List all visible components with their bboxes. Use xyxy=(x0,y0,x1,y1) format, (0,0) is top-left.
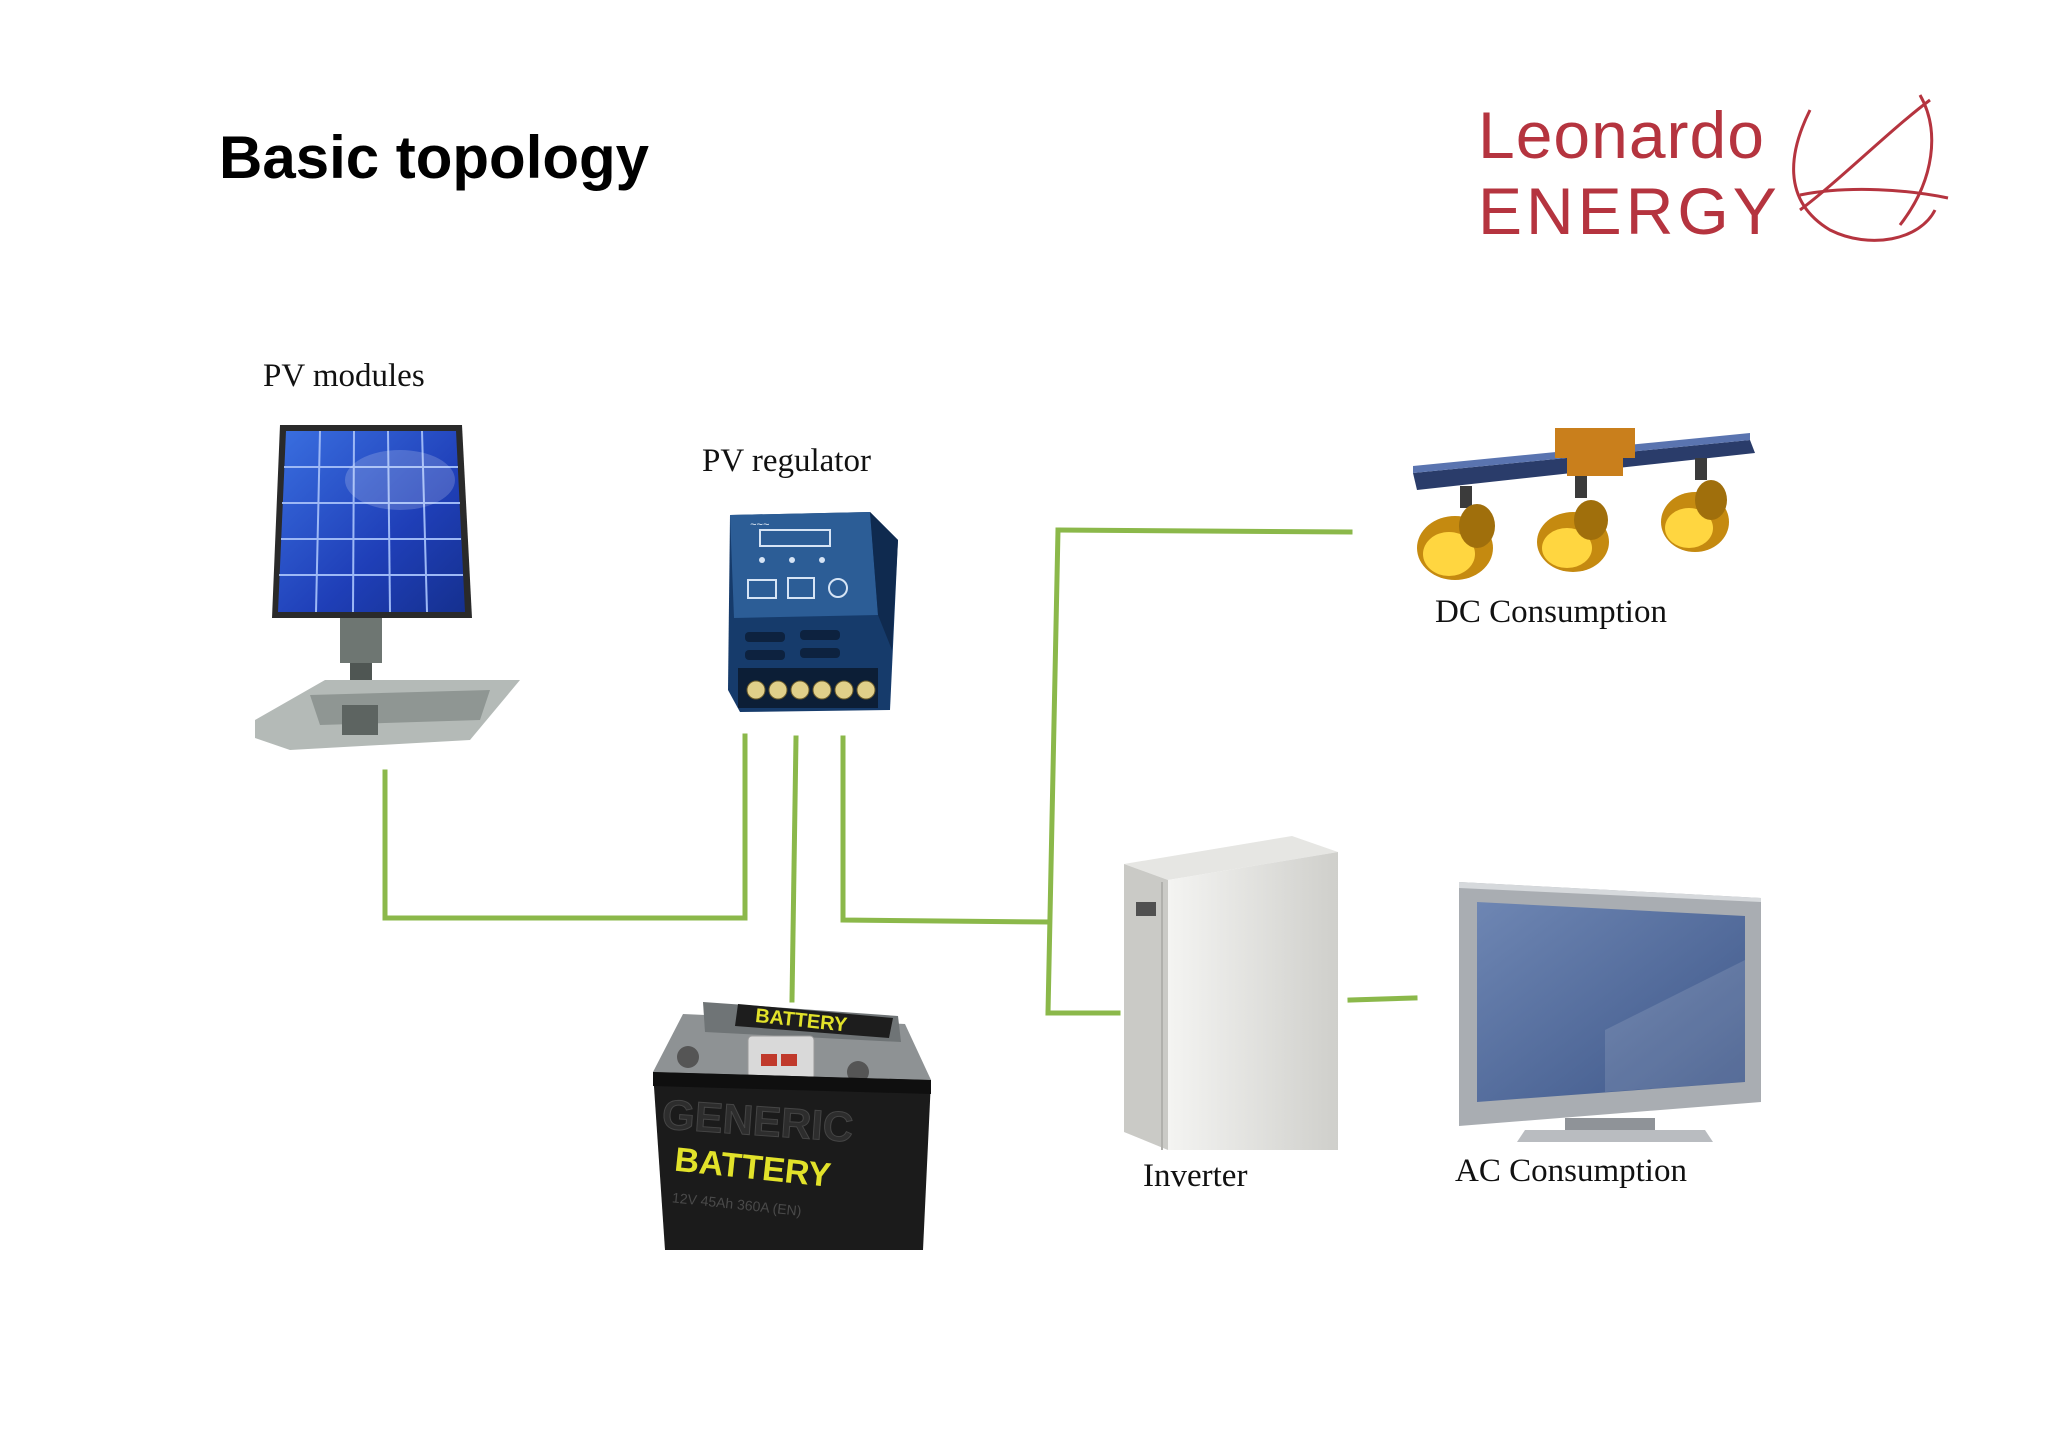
ac-consumption-label: AC Consumption xyxy=(1455,1153,1687,1189)
wire-bus-to-dc xyxy=(1055,527,1353,535)
logo-swoosh-icon xyxy=(1792,94,1949,242)
car-battery-icon: BATTERY GENERIC BATTERY 12V 45Ah 360A (E… xyxy=(653,1002,931,1250)
dc-consumption-label: DC Consumption xyxy=(1435,594,1667,630)
pv-modules-label: PV modules xyxy=(263,358,425,394)
logo-line-2: ENERGY xyxy=(1478,174,1781,248)
charge-controller-icon: ~~~ xyxy=(728,512,898,712)
wire-regulator-to-bus xyxy=(840,735,1051,925)
television-icon xyxy=(1459,882,1761,1142)
leonardo-energy-logo: Leonardo ENERGY xyxy=(1470,90,1950,260)
wire-pv-to-regulator xyxy=(382,733,748,921)
wire-inverter-to-ac xyxy=(1347,995,1418,1003)
logo-line-1: Leonardo xyxy=(1478,98,1765,172)
inverter-cabinet-icon xyxy=(1124,836,1338,1150)
svg-text:~~~: ~~~ xyxy=(750,519,770,531)
spotlight-bar-icon xyxy=(1413,428,1755,580)
wire-regulator-to-battery xyxy=(789,735,799,1003)
wire-bus-vertical xyxy=(1045,527,1061,1016)
slide-title: Basic topology xyxy=(219,124,650,191)
solar-panel-icon xyxy=(255,425,520,750)
pv-regulator-label: PV regulator xyxy=(702,443,871,479)
inverter-label: Inverter xyxy=(1143,1158,1248,1194)
